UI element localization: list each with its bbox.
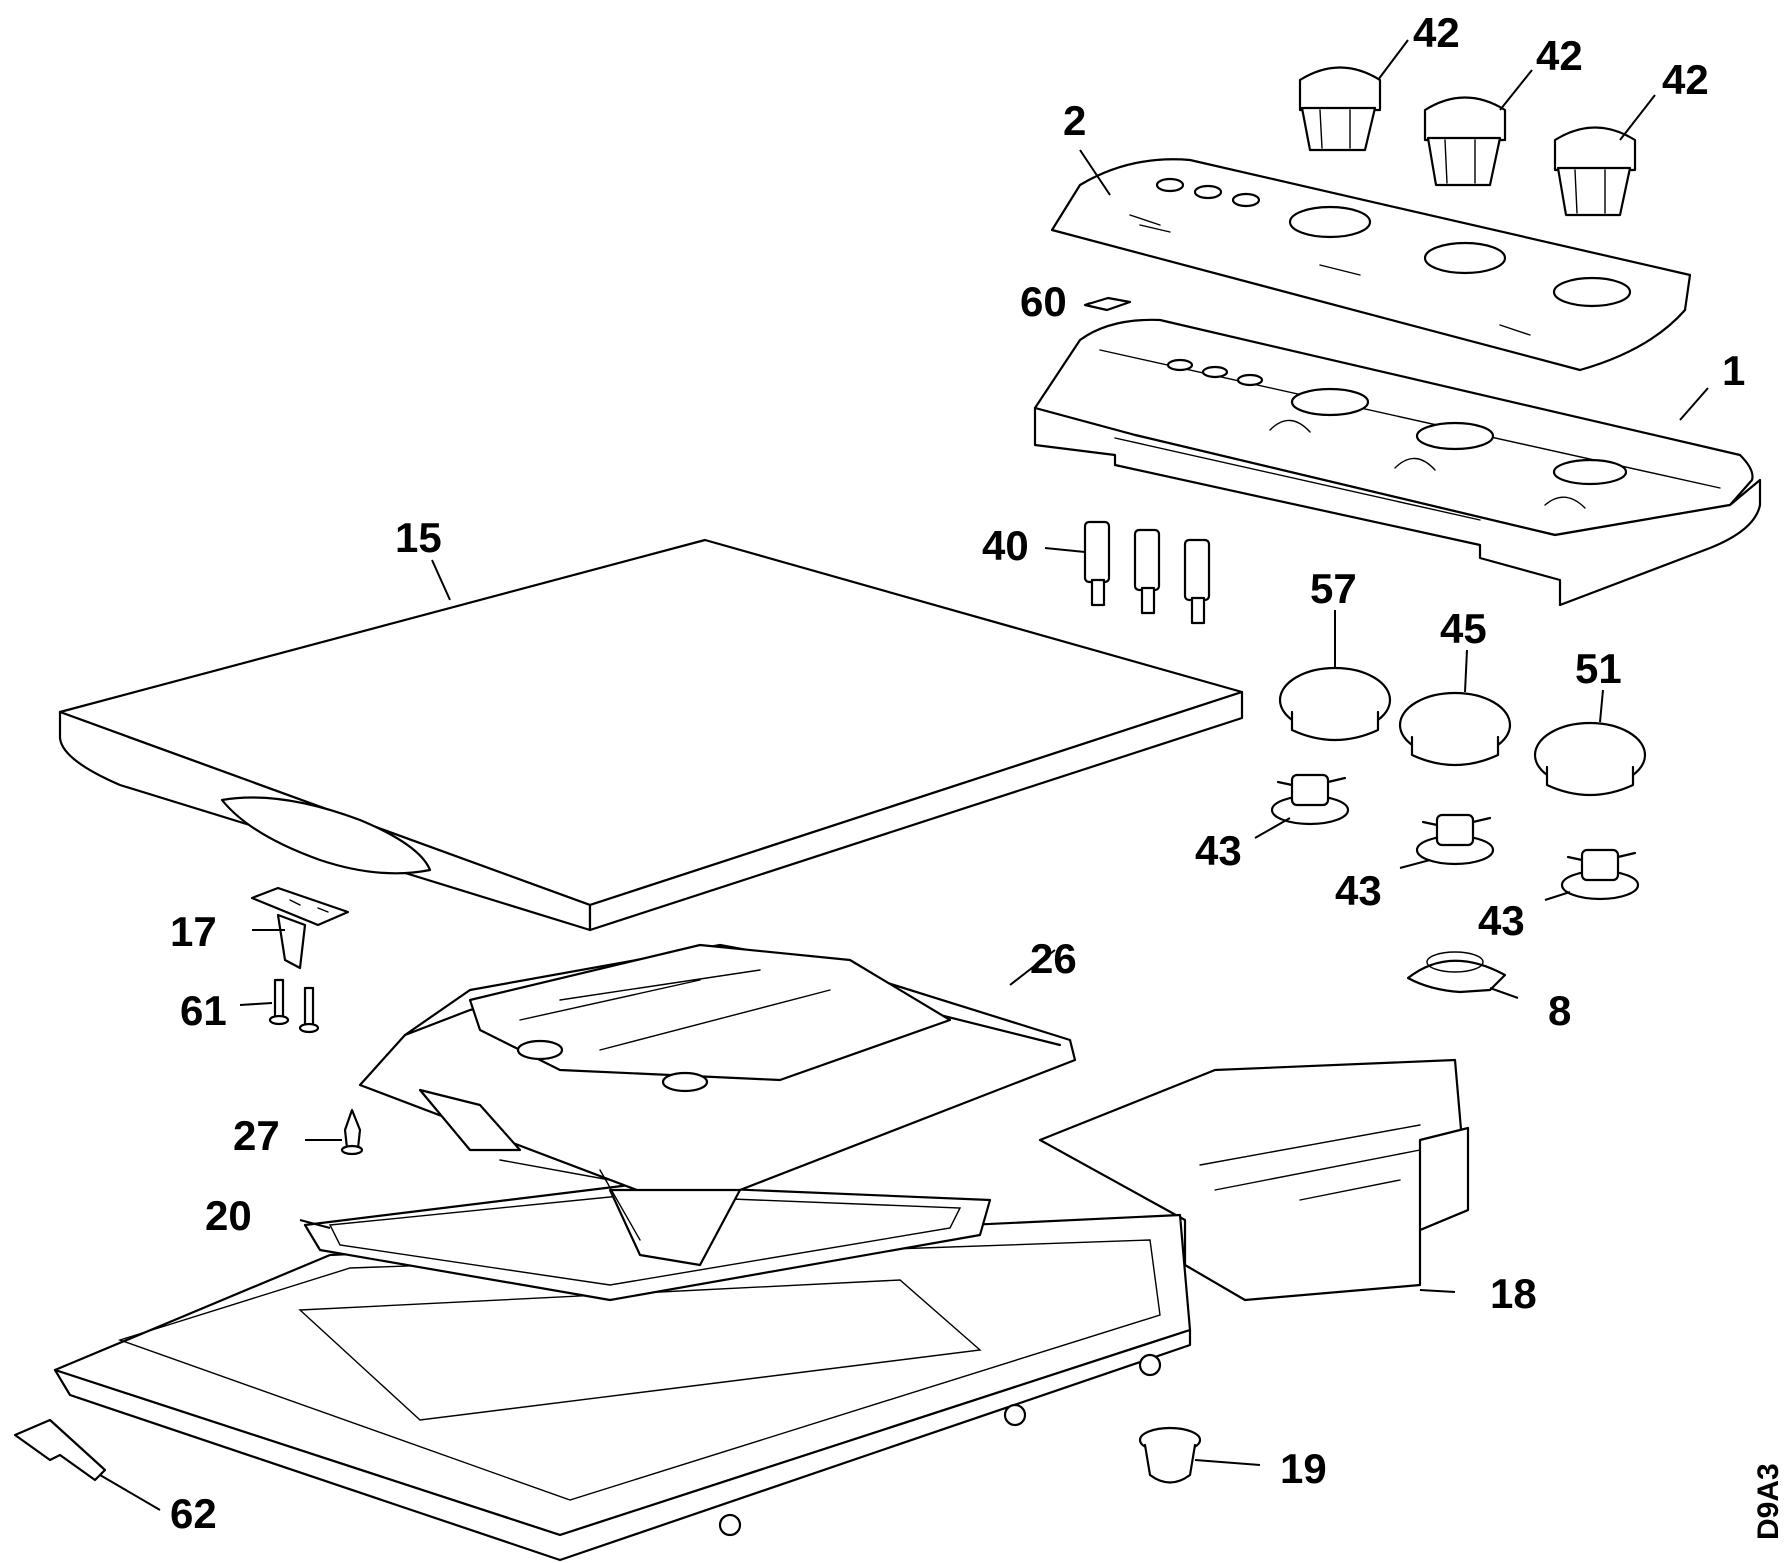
part-40-pins (1083, 520, 1211, 625)
label-42-b: 42 (1536, 32, 1583, 79)
label-1: 1 (1722, 347, 1745, 394)
part-57-button (1278, 666, 1392, 742)
label-62: 62 (170, 1490, 217, 1537)
label-61: 61 (180, 987, 227, 1034)
label-43-c: 43 (1478, 897, 1525, 944)
label-26: 26 (1030, 935, 1077, 982)
label-17: 17 (170, 908, 217, 955)
label-42-a: 42 (1413, 9, 1460, 56)
part-base-tray (53, 1213, 1192, 1562)
part-42-knob-3 (1553, 126, 1637, 217)
label-27: 27 (233, 1112, 280, 1159)
part-1-panel-housing (1033, 318, 1762, 607)
part-15-lid (58, 538, 1244, 932)
part-42-knob-1 (1298, 66, 1382, 152)
label-2: 2 (1063, 97, 1086, 144)
part-27-clip (340, 1108, 364, 1156)
label-40: 40 (982, 522, 1029, 569)
drawing-code: D9A3 (1752, 1463, 1785, 1540)
part-26-dispenser (358, 943, 1077, 1267)
part-43-coupling-3 (1560, 848, 1640, 901)
part-2-facia (1050, 158, 1692, 372)
part-61-screws (268, 978, 320, 1034)
part-18-bracket (1038, 1058, 1470, 1302)
label-60: 60 (1020, 278, 1067, 325)
part-8-ring (1406, 951, 1507, 994)
label-43-a: 43 (1195, 827, 1242, 874)
label-20: 20 (205, 1192, 252, 1239)
label-19: 19 (1280, 1445, 1327, 1492)
part-43-coupling-2 (1415, 813, 1495, 866)
label-8: 8 (1548, 987, 1571, 1034)
part-45-button (1398, 691, 1512, 767)
label-43-b: 43 (1335, 867, 1382, 914)
part-43-coupling-1 (1270, 773, 1350, 826)
part-19-foot (1138, 1426, 1202, 1484)
label-15: 15 (395, 514, 442, 561)
part-42-knob-2 (1423, 96, 1507, 187)
label-57: 57 (1310, 565, 1357, 612)
part-62-strip (13, 1418, 107, 1482)
label-18: 18 (1490, 1270, 1537, 1317)
label-51: 51 (1575, 645, 1622, 692)
part-17-hinge (250, 886, 350, 970)
label-45: 45 (1440, 605, 1487, 652)
part-60-square (1083, 296, 1132, 312)
label-42-c: 42 (1662, 56, 1709, 103)
leader-lines (99, 39, 1709, 1511)
part-51-button (1533, 721, 1647, 797)
